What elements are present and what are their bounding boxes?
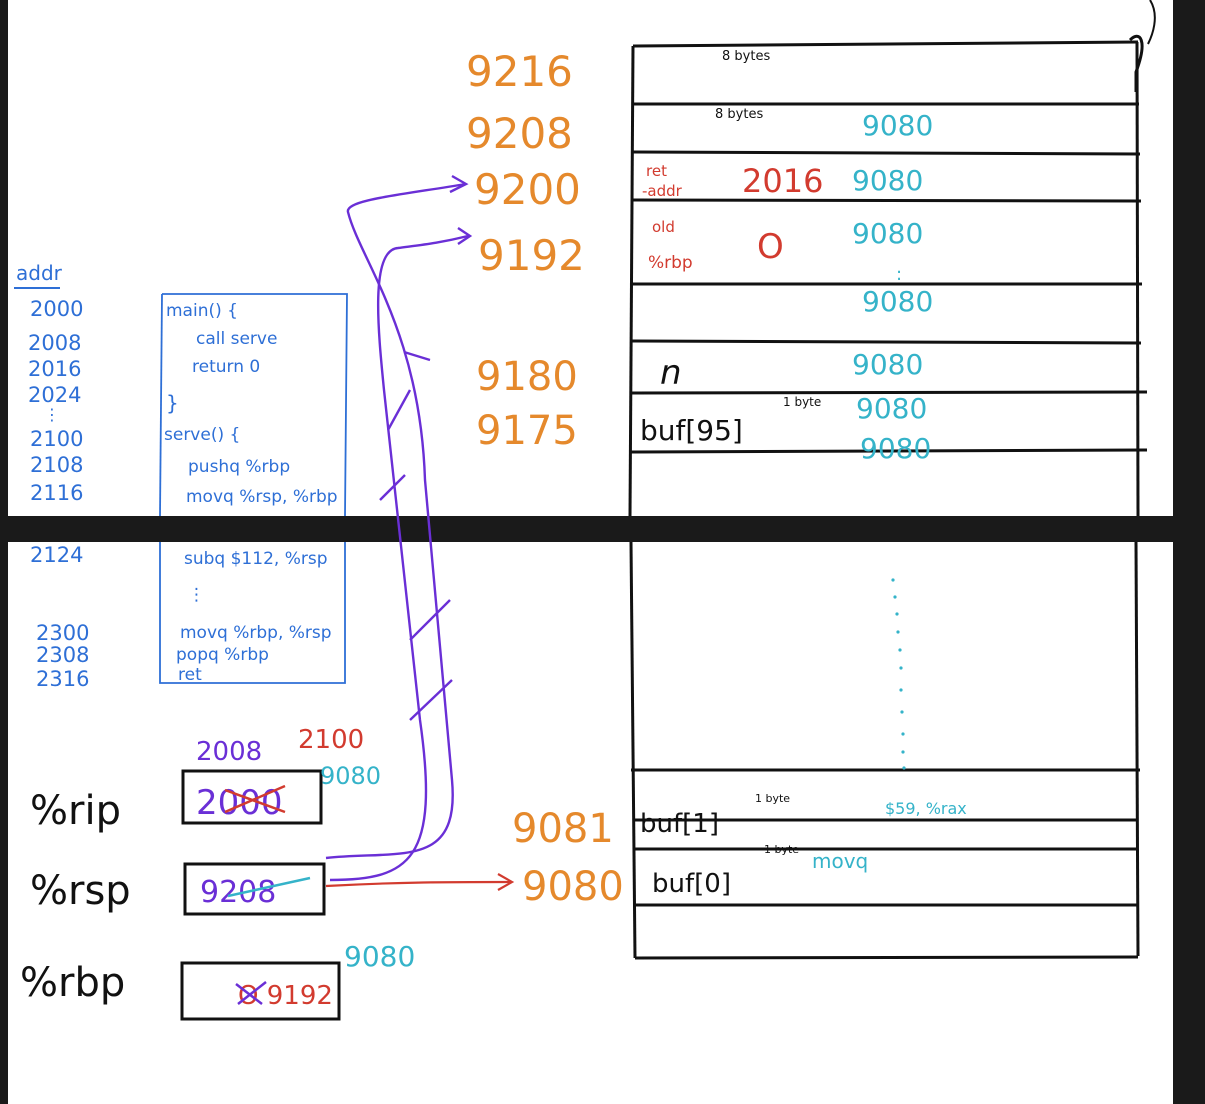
address-value: 2024 (28, 383, 81, 407)
overwrite-value: 9080 (862, 109, 933, 142)
register-value: O 9192 (238, 981, 333, 1011)
overwrite-value: 9080 (862, 285, 933, 318)
buf0-label: buf[0] (652, 869, 731, 899)
buf95-label: buf[95] (640, 414, 743, 447)
register-value: 2000 (196, 783, 283, 823)
stack-addresses: 9216 9208 9200 9192 9180 9175 9081 9080 (466, 47, 624, 910)
register-annotation: 9080 (320, 762, 381, 790)
address-value: 2124 (30, 543, 83, 567)
overwrite-value: 9080 (852, 164, 923, 197)
overflow-trail (891, 578, 906, 770)
stack-address: 9175 (476, 408, 578, 454)
register-name: %rbp (20, 960, 125, 1006)
one-byte-label: 1 byte (783, 395, 821, 409)
stack-address: 9216 (466, 47, 573, 96)
stack-top (628, 40, 1148, 517)
code-line: main() { (166, 301, 238, 321)
stack-address: 9180 (476, 354, 578, 400)
corner-mark (1128, 34, 1144, 92)
corner-mark-2 (1147, 0, 1156, 45)
code-line: subq $112, %rsp (184, 549, 327, 569)
stack-address: 9081 (512, 806, 614, 852)
address-value: 2308 (36, 643, 89, 667)
address-value: 2008 (28, 331, 81, 355)
code-line: ⋮ (188, 585, 205, 605)
address-value: 2000 (30, 297, 83, 321)
register-rbp: %rbp O 9192 9080 (20, 940, 415, 1021)
code-line: return 0 (192, 357, 260, 377)
code-line: call serve (196, 329, 277, 349)
register-rip: %rip 2000 2008 2100 9080 (30, 725, 381, 834)
ret-addr-label-1: ret (646, 162, 667, 180)
ret-addr-label-2: -addr (642, 182, 683, 200)
address-value: 2316 (36, 667, 89, 691)
one-byte-label-buf0: 1 byte (764, 843, 799, 856)
buf1-label: buf[1] (640, 809, 719, 839)
overwrite-value: 9080 (856, 392, 927, 425)
register-annotation: 2008 (196, 737, 262, 767)
one-byte-label-buf1: 1 byte (755, 792, 790, 805)
size-label-second: 8 bytes (715, 107, 763, 122)
address-column: addr 2000 2008 2016 2024 ⋮ 2100 2108 211… (14, 261, 89, 691)
register-name: %rip (30, 788, 121, 834)
address-value: 2108 (30, 453, 83, 477)
register-name: %rsp (30, 868, 131, 914)
code-line: movq %rsp, %rbp (186, 487, 338, 507)
overwrite-value: 9080 (860, 432, 931, 465)
stack-address: 9080 (522, 864, 624, 910)
code-line: ret (178, 665, 202, 685)
overwrite-value: 9080 (852, 348, 923, 381)
old-rbp-label-2: %rbp (648, 253, 693, 273)
address-value: 2100 (30, 427, 83, 451)
old-rbp-label-1: old (652, 218, 675, 236)
stack-address: 9208 (466, 109, 573, 158)
movq-note: movq (812, 849, 868, 873)
address-value: 2300 (36, 621, 89, 645)
register-annotation: 9080 (344, 940, 415, 973)
register-rsp: %rsp 9208 (30, 862, 326, 916)
code-line: popq %rbp (176, 645, 269, 665)
rsp-to-stack-arrow (325, 873, 515, 891)
code-line: serve() { (164, 425, 240, 445)
n-label: n (660, 353, 682, 393)
size-label-top: 8 bytes (722, 49, 770, 64)
overwrite-value: 9080 (852, 217, 923, 250)
code-line: pushq %rbp (188, 457, 290, 477)
address-header: addr (16, 261, 63, 285)
rsp-arrows (325, 174, 473, 882)
ret-addr-value: 2016 (742, 162, 823, 200)
imm-note: $59, %rax (885, 799, 967, 818)
stack-address: 9192 (478, 231, 585, 280)
stack-address: 9200 (474, 165, 581, 214)
overwrite-values: 9080 9080 9080 : 9080 9080 9080 9080 (852, 109, 933, 465)
address-value: 2116 (30, 481, 83, 505)
old-rbp-value: O (757, 227, 784, 267)
top-panel (8, 0, 1173, 516)
code-box: main() { call serve return 0 } serve() {… (159, 293, 348, 685)
stack-bottom (629, 541, 1140, 960)
address-value: 2016 (28, 357, 81, 381)
address-value: ⋮ (44, 405, 60, 424)
code-line: } (166, 391, 179, 415)
register-annotation: 2100 (298, 725, 364, 755)
code-line: movq %rbp, %rsp (180, 623, 332, 643)
overwrite-value: : (896, 264, 902, 285)
